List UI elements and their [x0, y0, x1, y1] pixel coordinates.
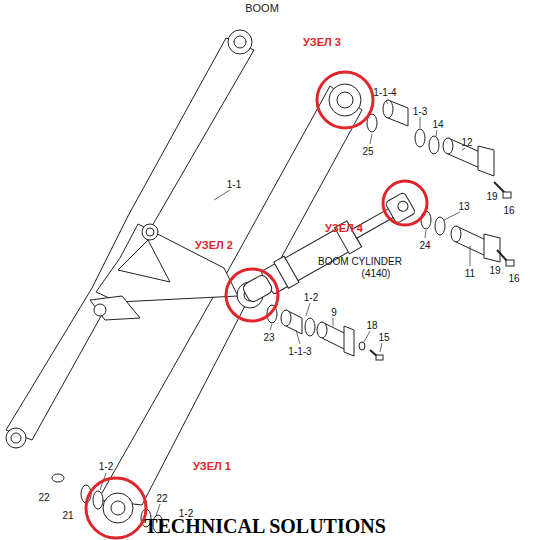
callout-number: 14	[432, 119, 443, 130]
assembly-label: УЗЕЛ 1	[193, 460, 231, 472]
callout-number: 1-1-3	[288, 346, 311, 357]
callout-number: (4140)	[362, 268, 391, 279]
callout-number: 16	[508, 273, 519, 284]
callout-number: 22	[156, 493, 167, 504]
assembly-label: УЗЕЛ 4	[325, 222, 363, 234]
boom-frame-part	[146, 228, 154, 236]
callout-number: 22	[38, 492, 49, 503]
assembly-circle-part	[317, 72, 373, 128]
callout-number: BOOM CYLINDER	[318, 256, 402, 267]
pin-assembly-2-part	[344, 326, 354, 356]
boom-frame-part	[11, 433, 21, 443]
leader-line-part	[380, 343, 382, 352]
pin-assembly-3-part	[503, 192, 511, 198]
pin-assembly-4	[421, 211, 514, 266]
boom-frame-part	[94, 304, 106, 316]
boom-frame-part	[6, 38, 254, 440]
callout-number: 19	[489, 265, 500, 276]
pin-assembly-3-part	[383, 100, 393, 118]
boom-cylinder-part	[396, 199, 410, 213]
assembly-circle	[86, 72, 427, 538]
pin-assembly-3-part	[415, 129, 425, 147]
leader-line	[100, 101, 470, 516]
boom-frame-part	[228, 30, 252, 54]
pin-assembly-3	[367, 100, 511, 198]
callout-number: 24	[419, 240, 430, 251]
callout-number: 16	[503, 205, 514, 216]
boom-frame-part	[6, 428, 26, 448]
boom-frame-part	[96, 224, 238, 302]
pin-assembly-3-part	[443, 138, 453, 154]
pin-assembly-4-part	[506, 260, 514, 266]
boom-frame-part	[90, 296, 140, 320]
boom-cylinder	[239, 189, 417, 308]
callout-number: 1-1-4	[373, 87, 396, 98]
callout-number: 12	[461, 137, 472, 148]
boom-frame-part	[103, 493, 133, 523]
callout-number: 9	[331, 307, 337, 318]
callout-number: 13	[458, 201, 469, 212]
pin-assembly-2	[267, 305, 383, 360]
callout-number: 1-1	[227, 179, 241, 190]
boom-frame	[6, 30, 362, 523]
callout-number: 1-2	[99, 461, 113, 472]
leader-line-part	[470, 246, 471, 266]
callout-number: 18	[366, 320, 377, 331]
boom-cylinder-part	[274, 256, 299, 288]
boom-frame-part	[118, 240, 170, 282]
leader-line-part	[370, 134, 372, 144]
pin-assembly-2-part	[376, 355, 383, 360]
boom-frame-part	[142, 224, 158, 240]
callout-number: 21	[62, 510, 73, 521]
pin-assembly-2-part	[281, 310, 291, 326]
callout-number: 15	[378, 332, 389, 343]
watermark: TECHNICAL SOLUTIONS	[144, 515, 386, 537]
callout-number: 23	[263, 332, 274, 343]
assembly-label: УЗЕЛ 3	[303, 36, 341, 48]
boom-frame-part	[111, 501, 125, 515]
leader-line-part	[270, 324, 272, 330]
leader-line-part	[333, 318, 334, 326]
boom-frame-part	[234, 36, 246, 48]
leader-line-part	[156, 504, 160, 516]
assembly-circle-part	[383, 181, 427, 225]
leader-line-part	[425, 230, 426, 238]
leader-line-part	[364, 331, 370, 342]
assembly-circle-part	[226, 269, 278, 321]
pin-assembly-2-part	[317, 322, 327, 338]
boom-cylinder-part	[241, 273, 273, 303]
pin-assembly-4-part	[451, 226, 461, 242]
callout-number: 1-2	[304, 292, 318, 303]
leader-line-part	[420, 117, 421, 128]
pin-assembly-1-part	[93, 491, 103, 509]
diagram-title: BOOM	[245, 2, 279, 14]
callout-number: 11	[465, 268, 475, 279]
leader-line-part	[306, 303, 310, 316]
callout-number: 25	[362, 146, 373, 157]
pin-assembly-2-part	[305, 318, 315, 336]
callout-number: 1-3	[413, 106, 427, 117]
pin-assembly-1-part	[52, 474, 64, 482]
pin-assembly-3-part	[429, 136, 439, 154]
pin-assembly-3-part	[478, 146, 494, 176]
boom-frame-part	[329, 84, 361, 116]
leader-line-part	[462, 148, 465, 150]
callout-number: 19	[486, 191, 497, 202]
leader-line-part	[214, 190, 230, 200]
leader-line-part	[444, 212, 460, 220]
assembly-label: УЗЕЛ 2	[195, 239, 233, 251]
leader-line-part	[296, 330, 300, 344]
pin-assembly-4-part	[484, 234, 500, 262]
assembly-circle-part	[86, 478, 146, 538]
leader-line-part	[436, 130, 437, 136]
boom-frame-part	[337, 92, 353, 108]
pin-assembly-2-part	[359, 342, 365, 350]
pin-assembly-4-part	[435, 217, 445, 235]
leader-line-part	[386, 101, 388, 104]
